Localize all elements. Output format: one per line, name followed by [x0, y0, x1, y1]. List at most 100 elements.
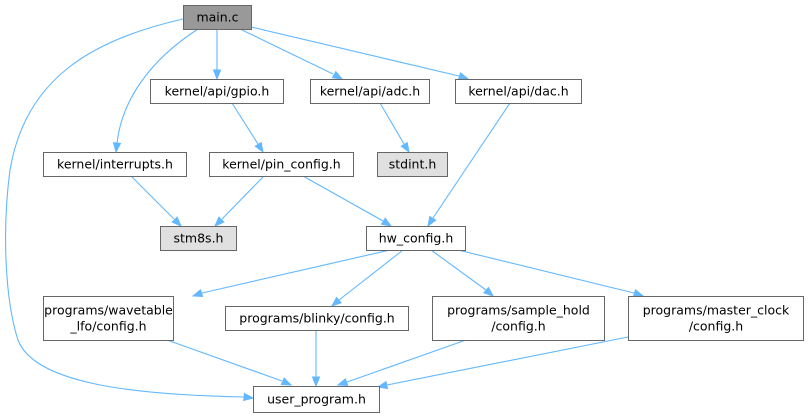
- edge-main_c-to-dac_h: [250, 26, 470, 81]
- edge-line: [302, 175, 384, 222]
- edge-line: [221, 175, 265, 220]
- node-label: programs/blinky/config.h: [239, 311, 394, 326]
- node-sample-hold-cfg[interactable]: programs/sample_hold/config.h: [432, 296, 605, 341]
- edge-line: [379, 102, 405, 145]
- arrowhead: [483, 286, 495, 297]
- node-user-program-h[interactable]: user_program.h: [253, 386, 380, 413]
- arrowhead: [380, 217, 393, 227]
- node-gpio-h[interactable]: kernel/api/gpio.h: [150, 79, 284, 104]
- node-box[interactable]: [43, 152, 187, 177]
- edge-line: [239, 28, 334, 75]
- edge-line: [346, 339, 467, 383]
- node-label: stm8s.h: [174, 231, 224, 246]
- edge-blinky_cfg-to-user_program_h: [311, 330, 321, 388]
- edge-gpio_h-to-pin_config_h: [231, 102, 264, 154]
- node-box[interactable]: [150, 79, 284, 104]
- edge-dac_h-to-hw_config_h: [427, 102, 511, 228]
- arrowhead: [330, 296, 342, 307]
- node-pin-config-h[interactable]: kernel/pin_config.h: [209, 152, 354, 177]
- arrowhead: [331, 70, 344, 80]
- edge-line: [201, 249, 391, 294]
- edge-pin_config_h-to-hw_config_h: [302, 175, 393, 227]
- edge-line: [250, 26, 460, 77]
- edge-master_clock_cfg-to-user_program_h: [376, 336, 629, 390]
- node-label: kernel/api/dac.h: [468, 84, 568, 99]
- edge-adc_h-to-stdint_h: [379, 102, 410, 154]
- edge-line: [457, 249, 635, 294]
- arrowhead: [112, 142, 122, 154]
- edge-hw_config_h-to-wavetable_cfg: [191, 249, 391, 298]
- node-dac-h[interactable]: kernel/api/dac.h: [455, 79, 582, 104]
- node-label: hw_config.h: [379, 231, 454, 246]
- node-label: programs/wavetable: [44, 303, 173, 318]
- arrowhead: [427, 215, 437, 228]
- node-stdint-h[interactable]: stdint.h: [377, 152, 448, 177]
- arrowhead: [400, 141, 410, 154]
- node-label: _lfo/config.h: [69, 319, 146, 334]
- edge-sample_hold_cfg-to-user_program_h: [336, 339, 467, 387]
- arrowhead: [191, 288, 204, 298]
- node-adc-h[interactable]: kernel/api/adc.h: [310, 79, 430, 104]
- edge-wavetable_cfg-to-user_program_h: [166, 339, 293, 386]
- edge-hw_config_h-to-blinky_cfg: [330, 249, 404, 307]
- node-wavetable-cfg[interactable]: programs/wavetable_lfo/config.h: [43, 296, 174, 341]
- edge-main_c-to-interrupts_h: [112, 28, 199, 154]
- node-label: stdint.h: [389, 157, 437, 172]
- node-blinky-cfg[interactable]: programs/blinky/config.h: [225, 306, 409, 331]
- edge-pin_config_h-to-stm8s_h: [214, 175, 265, 227]
- arrowhead: [457, 71, 470, 81]
- edge-line: [130, 175, 175, 220]
- node-master-clock-cfg[interactable]: programs/master_clock/config.h: [628, 296, 804, 341]
- edge-line: [231, 102, 259, 145]
- node-label: /config.h: [689, 319, 743, 334]
- node-box[interactable]: [160, 226, 237, 251]
- node-main-c[interactable]: main.c: [183, 5, 252, 30]
- node-label: /config.h: [491, 319, 545, 334]
- edge-line: [430, 249, 487, 291]
- node-label: kernel/api/adc.h: [320, 84, 420, 99]
- edge-line: [5, 18, 245, 398]
- arrowhead: [171, 216, 182, 227]
- edge-interrupts_h-to-stm8s_h: [130, 175, 182, 227]
- node-label: programs/master_clock: [643, 303, 790, 318]
- node-label: kernel/api/gpio.h: [165, 84, 270, 99]
- arrowhead: [212, 69, 222, 81]
- node-label: kernel/interrupts.h: [57, 157, 173, 172]
- edge-line: [166, 339, 283, 382]
- node-hw-config-h[interactable]: hw_config.h: [366, 226, 466, 251]
- edge-main_c-to-adc_h: [239, 28, 344, 80]
- node-box[interactable]: [455, 79, 582, 104]
- edge-line: [386, 336, 629, 386]
- node-label: programs/sample_hold: [447, 303, 590, 318]
- node-label: kernel/pin_config.h: [222, 157, 340, 172]
- edge-line: [432, 102, 511, 219]
- node-box[interactable]: [209, 152, 354, 177]
- arrowhead: [280, 377, 293, 386]
- node-box[interactable]: [43, 296, 174, 341]
- node-box[interactable]: [377, 152, 448, 177]
- node-box[interactable]: [366, 226, 466, 251]
- edge-hw_config_h-to-sample_hold_cfg: [430, 249, 495, 297]
- edge-line: [338, 249, 404, 301]
- edge-hw_config_h-to-master_clock_cfg: [457, 249, 645, 298]
- arrowhead: [243, 392, 255, 402]
- arrowhead: [336, 377, 349, 387]
- node-interrupts-h[interactable]: kernel/interrupts.h: [43, 152, 187, 177]
- node-box[interactable]: [183, 5, 252, 30]
- arrowhead: [254, 141, 264, 154]
- node-box[interactable]: [310, 79, 430, 104]
- arrowhead: [311, 376, 321, 388]
- node-box[interactable]: [628, 296, 804, 341]
- node-stm8s-h[interactable]: stm8s.h: [160, 226, 237, 251]
- edge-line: [116, 28, 199, 144]
- edge-main_c-to-user_program_h: [5, 18, 255, 402]
- node-label: user_program.h: [267, 392, 366, 407]
- node-box[interactable]: [225, 306, 409, 331]
- arrowhead: [632, 288, 645, 298]
- node-label: main.c: [196, 10, 238, 25]
- node-box[interactable]: [432, 296, 605, 341]
- arrowhead: [214, 216, 225, 227]
- edge-main_c-to-gpio_h: [212, 29, 222, 81]
- node-box[interactable]: [253, 386, 380, 413]
